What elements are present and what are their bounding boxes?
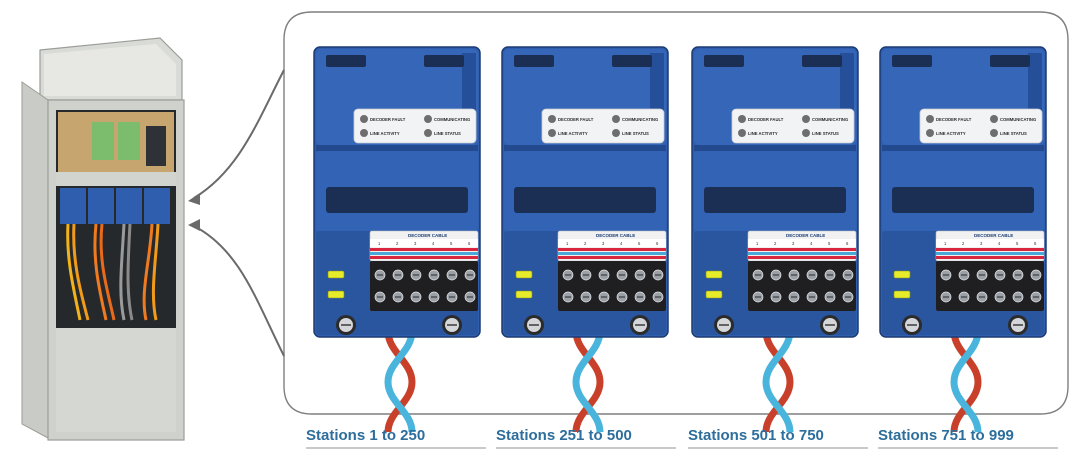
caption-stations-251-500: Stations 251 to 500 — [496, 425, 676, 449]
label-communicating: COMMUNICATING — [812, 117, 848, 122]
callout-outline — [283, 11, 1069, 415]
svg-text:1: 1 — [378, 241, 381, 246]
terminal-numbers: 1 2 3 4 5 6 — [378, 241, 471, 246]
label-line-activity: LINE ACTIVITY — [748, 131, 778, 136]
svg-text:6: 6 — [846, 241, 849, 246]
svg-text:2: 2 — [396, 241, 399, 246]
label-decoder-fault: DECODER FAULT — [936, 117, 972, 122]
decoder-module-1: DECODER FAULT COMMUNICATING LINE ACTIVIT… — [314, 47, 480, 432]
label-decoder-fault: DECODER FAULT — [748, 117, 784, 122]
svg-text:1: 1 — [756, 241, 759, 246]
svg-text:6: 6 — [1034, 241, 1037, 246]
label-line-status: LINE STATUS — [812, 131, 839, 136]
decoder-module-4: DECODER FAULT COMMUNICATING LINE ACTIVIT… — [880, 47, 1046, 432]
caption-stations-501-750: Stations 501 to 750 — [688, 425, 868, 449]
terminal-numbers: 1 2 3 4 5 6 — [756, 241, 849, 246]
svg-text:3: 3 — [792, 241, 795, 246]
connector-arrows — [193, 69, 285, 357]
caption-stations-1-250: Stations 1 to 250 — [306, 425, 486, 449]
svg-text:2: 2 — [962, 241, 965, 246]
controller-enclosure — [21, 37, 185, 441]
svg-text:2: 2 — [584, 241, 587, 246]
svg-text:3: 3 — [414, 241, 417, 246]
label-decoder-cable: DECODER CABLE — [408, 233, 447, 238]
svg-text:1: 1 — [944, 241, 947, 246]
caption-stations-751-999: Stations 751 to 999 — [878, 425, 1058, 449]
arrow-head-icon — [188, 219, 200, 231]
svg-text:5: 5 — [828, 241, 831, 246]
svg-text:4: 4 — [432, 241, 435, 246]
svg-text:6: 6 — [468, 241, 471, 246]
svg-text:5: 5 — [1016, 241, 1019, 246]
svg-text:5: 5 — [450, 241, 453, 246]
svg-text:4: 4 — [620, 241, 623, 246]
label-decoder-fault: DECODER FAULT — [370, 117, 406, 122]
arrow-head-icon — [188, 193, 200, 205]
label-line-status: LINE STATUS — [434, 131, 461, 136]
label-line-activity: LINE ACTIVITY — [370, 131, 400, 136]
svg-text:6: 6 — [656, 241, 659, 246]
label-decoder-cable: DECODER CABLE — [786, 233, 825, 238]
svg-text:3: 3 — [980, 241, 983, 246]
label-line-activity: LINE ACTIVITY — [936, 131, 966, 136]
terminal-numbers: 1 2 3 4 5 6 — [566, 241, 659, 246]
label-communicating: COMMUNICATING — [1000, 117, 1036, 122]
label-line-status: LINE STATUS — [622, 131, 649, 136]
label-line-status: LINE STATUS — [1000, 131, 1027, 136]
label-communicating: COMMUNICATING — [622, 117, 658, 122]
svg-text:4: 4 — [810, 241, 813, 246]
label-decoder-cable: DECODER CABLE — [596, 233, 635, 238]
svg-text:2: 2 — [774, 241, 777, 246]
svg-text:3: 3 — [602, 241, 605, 246]
label-line-activity: LINE ACTIVITY — [558, 131, 588, 136]
svg-text:5: 5 — [638, 241, 641, 246]
svg-text:4: 4 — [998, 241, 1001, 246]
label-decoder-cable: DECODER CABLE — [974, 233, 1013, 238]
decoder-module-2: DECODER FAULT COMMUNICATING LINE ACTIVIT… — [502, 47, 668, 432]
label-decoder-fault: DECODER FAULT — [558, 117, 594, 122]
label-communicating: COMMUNICATING — [434, 117, 470, 122]
terminal-numbers: 1 2 3 4 5 6 — [944, 241, 1037, 246]
decoder-module-3: DECODER FAULT COMMUNICATING LINE ACTIVIT… — [692, 47, 858, 432]
svg-text:1: 1 — [566, 241, 569, 246]
